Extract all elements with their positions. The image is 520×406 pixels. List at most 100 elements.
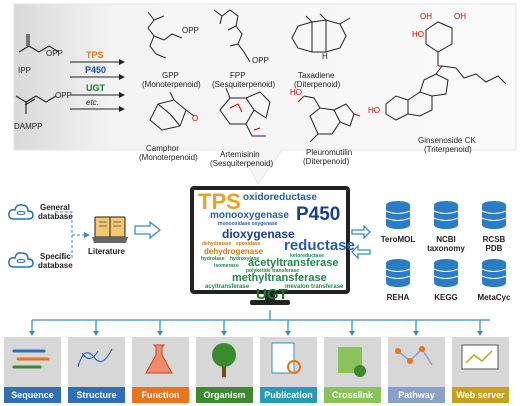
category-label: Sequence [4, 387, 61, 403]
category-label: Organism [196, 387, 253, 403]
specific-database-label-2: database [38, 261, 73, 270]
word-dehydratase: dehydratase [202, 241, 232, 247]
word-reductase: reductase [284, 237, 355, 254]
word-isomerase: isomerase [214, 263, 239, 269]
category-label: Function [132, 387, 189, 403]
database-label: NCBI [436, 235, 456, 244]
p450-label: P450 [85, 65, 107, 75]
category-crosslink: Crosslink [324, 337, 381, 403]
word-dehydrogenase: dehydrogenase [204, 247, 264, 256]
category-pathway: Pathway [388, 337, 445, 403]
pleuromutilin-ho: HO [290, 88, 302, 97]
ginsenoside-structure [385, 21, 507, 121]
word-monooxidase: monooxidase oxygenase [218, 221, 278, 227]
function-icon [132, 337, 189, 387]
camphor-o: O [192, 114, 199, 123]
ginsenoside-name: Ginsenoside CK [418, 136, 476, 145]
database-icon [433, 201, 459, 229]
database-label: TeroMOL [380, 235, 416, 244]
category-label: Crosslink [324, 387, 381, 403]
database-label: KEGG [434, 293, 458, 302]
word-ketoreductase: ketoreductase [290, 253, 324, 259]
category-web-server: Web server [452, 337, 509, 403]
gpp-name: GPP [162, 71, 179, 80]
ugt-label: UGT [86, 83, 105, 93]
gpp-structure [147, 11, 183, 59]
web-server-icon [452, 337, 509, 387]
artemisinin-structure [219, 87, 271, 137]
gpp-opp: OPP [182, 26, 199, 35]
fpp-opp: OPP [252, 56, 269, 65]
tree-arrow [93, 331, 99, 336]
category-sequence: Sequence [4, 337, 61, 403]
opp-label-1: OPP [46, 49, 63, 58]
camphor-class: (Monoterpenoid) [139, 153, 198, 162]
database-link-arrows [351, 224, 371, 260]
category-organism: Organism [196, 337, 253, 403]
database-label: RCSB [482, 235, 506, 244]
word-acyltransferase: acyltransferase [205, 284, 250, 290]
database-item: REHA [376, 258, 420, 302]
sequence-icon [4, 337, 61, 387]
category-label: Web server [452, 387, 509, 403]
word-p450: P450 [296, 204, 341, 225]
specific-database-label-1: Specific [40, 252, 71, 261]
general-database-label-2: database [38, 212, 73, 221]
literature-icon [92, 216, 128, 243]
organism-icon [196, 337, 253, 387]
camphor-structure [149, 91, 195, 131]
database-icon [481, 259, 507, 287]
monitor-stand [250, 292, 290, 305]
category-structure: Structure [68, 337, 125, 403]
gpp-class: (Monoterpenoid) [142, 80, 201, 89]
word-dioxygenase: dioxygenase [222, 227, 295, 241]
word-epoxidase: epoxidase [236, 241, 261, 247]
category-label: Pathway [388, 387, 445, 403]
database-item: MetaCyc [472, 258, 516, 302]
taxadiene-structure [291, 13, 351, 53]
word-oxidoreductase: oxidoreductase [243, 192, 317, 203]
taxadiene-class: (Diterpenoid) [294, 80, 341, 89]
word-hydrolase: hydrolase [201, 256, 225, 262]
database-icon [385, 259, 411, 287]
ipp-structure [18, 34, 60, 53]
category-publication: Publication [260, 337, 317, 403]
database-item: TeroMOL [376, 200, 420, 244]
pleuromutilin-class: (Diterpenoid) [303, 157, 350, 166]
opp-label-2: OPP [55, 91, 72, 100]
ginsenoside-class: (Triterpenoid) [424, 145, 472, 154]
category-function: Function [132, 337, 189, 403]
fpp-name: FPP [230, 71, 246, 80]
category-label: Publication [260, 387, 317, 403]
ginsenoside-oh-1: OH [420, 12, 432, 21]
dampp-label: DAMPP [14, 122, 43, 131]
category-label: Structure [68, 387, 125, 403]
literature-label: Literature [88, 247, 125, 256]
ginsenoside-oh-3: OH [454, 12, 466, 21]
fpp-structure [213, 9, 251, 63]
database-label: MetaCyc [477, 293, 511, 302]
camphor-name: Camphor [146, 144, 179, 153]
publication-icon [260, 337, 317, 387]
artemisinin-name: Artemisinin [220, 150, 260, 159]
fpp-class: (Sesquiterpenoid) [212, 80, 276, 89]
word-tps: TPS [198, 189, 241, 214]
cloud-icon-general [8, 204, 34, 220]
tree-arrow [349, 331, 355, 336]
database-icon [481, 201, 507, 229]
structure-icon [68, 337, 125, 387]
tree-arrow [157, 331, 163, 336]
crosslink-icon [324, 337, 381, 387]
database-label: taxonomy [427, 244, 465, 253]
tps-label: TPS [86, 50, 104, 60]
tree-arrow [477, 331, 483, 336]
database-icon [433, 259, 459, 287]
pleuromutilin-name: Pleuromutilin [306, 148, 353, 157]
tree-arrow [285, 331, 291, 336]
ginsenoside-oh-2: HO [412, 30, 424, 39]
tree-arrow [221, 331, 227, 336]
tree-arrow [29, 331, 35, 336]
database-item: KEGG [424, 258, 468, 302]
pathway-panel-bg [13, 3, 517, 185]
